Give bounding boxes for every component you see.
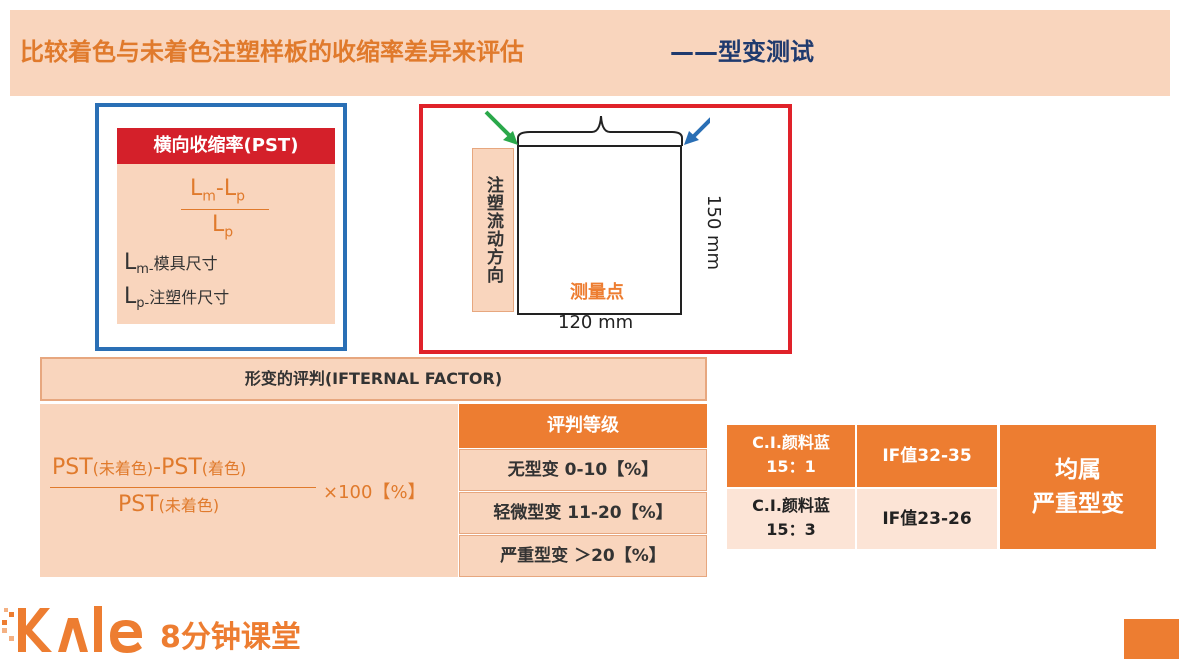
pigment-row1-name: C.I.颜料蓝 15：1 [727, 425, 855, 487]
formula-fraction-line [50, 487, 316, 488]
sample-plate [517, 145, 682, 315]
width-brace [517, 115, 683, 146]
width-dimension-label: 120 mm [558, 312, 634, 333]
formula-num-a-small: (未着色) [92, 459, 154, 478]
pigment-row2-name: C.I.颜料蓝 15：3 [727, 489, 855, 549]
formula-num-b-small: (着色) [201, 459, 247, 478]
pst-def-mold-text: 模具尺寸 [153, 254, 218, 273]
pigment-conclusion-line1: 均属 [1055, 457, 1101, 483]
corner-accent [1124, 619, 1179, 659]
pigment-conclusion-line2: 严重型变 [1032, 491, 1124, 517]
formula-denominator: PST(未着色) [118, 492, 219, 517]
pst-def-mold: Lm-模具尺寸 [124, 250, 218, 277]
pigment-row2-if: IF值23-26 [857, 489, 997, 549]
slide-title-suffix: ——型变测试 [670, 38, 814, 66]
pst-def-part-sub: p- [136, 296, 150, 312]
pigment-row2-name-line2: 15：3 [766, 520, 816, 539]
formula-numerator: PST(未着色)-PST(着色) [52, 455, 246, 480]
flow-direction-label: 注塑流动方向 [472, 148, 514, 312]
measurement-diagram-box [419, 104, 792, 354]
evaluation-formula-panel [40, 404, 458, 577]
pst-numerator-b: -L [215, 176, 237, 201]
formula-den: PST [118, 492, 159, 517]
pst-def-part: Lp-注塑件尺寸 [124, 284, 229, 311]
pst-denominator-l: L [212, 212, 225, 237]
pst-numerator-b-sub: p [236, 188, 245, 205]
pst-numerator-a-sub: m [202, 188, 216, 205]
pigment-row1-if: IF值32-35 [857, 425, 997, 487]
measurement-arrows [484, 110, 710, 146]
pst-numerator-a: L [190, 176, 203, 201]
pst-fraction-line [181, 209, 269, 210]
pst-header: 横向收缩率(PST) [117, 128, 335, 164]
grade-row-none: 无型变 0-10【%】 [459, 449, 707, 491]
measure-point-label: 测量点 [570, 282, 624, 303]
pst-def-mold-sub: m- [136, 262, 154, 278]
pst-definition-box [95, 103, 347, 351]
grade-title: 评判等级 [459, 404, 707, 448]
formula-multiplier: ×100【%】 [323, 482, 426, 503]
height-dimension-label: 150 mm [703, 194, 725, 271]
title-bar: 比较着色与未着色注塑样板的收缩率差异来评估 ——型变测试 [10, 10, 1170, 96]
evaluation-header: 形变的评判(IFTERNAL FACTOR) [40, 357, 707, 401]
pst-def-part-l: L [124, 284, 137, 309]
grade-row-slight: 轻微型变 11-20【%】 [459, 492, 707, 534]
brand-text: 8分钟课堂 [160, 620, 301, 655]
kala-logo [2, 606, 142, 653]
formula-den-small: (未着色) [158, 496, 220, 515]
formula-num-a: PST [52, 455, 93, 480]
pst-denominator: Lp [212, 212, 233, 240]
grade-row-severe: 严重型变 ＞20【%】 [459, 535, 707, 577]
slide-title: 比较着色与未着色注塑样板的收缩率差异来评估 [20, 38, 524, 66]
pigment-row2-name-line1: C.I.颜料蓝 [752, 496, 830, 515]
pigment-row1-name-line1: C.I.颜料蓝 [752, 433, 830, 452]
pst-denominator-sub: p [224, 224, 234, 241]
pst-def-part-text: 注塑件尺寸 [149, 288, 230, 307]
blue-arrow-head [684, 131, 699, 145]
green-arrow [484, 110, 514, 140]
pst-def-mold-l: L [124, 250, 137, 275]
pigment-conclusion: 均属 严重型变 [1000, 425, 1156, 549]
pst-numerator: Lm-Lp [190, 176, 245, 204]
pigment-row1-name-line2: 15：1 [766, 457, 816, 476]
formula-num-b: -PST [153, 455, 202, 480]
green-arrow-head [503, 131, 518, 145]
blue-arrow [690, 117, 710, 140]
